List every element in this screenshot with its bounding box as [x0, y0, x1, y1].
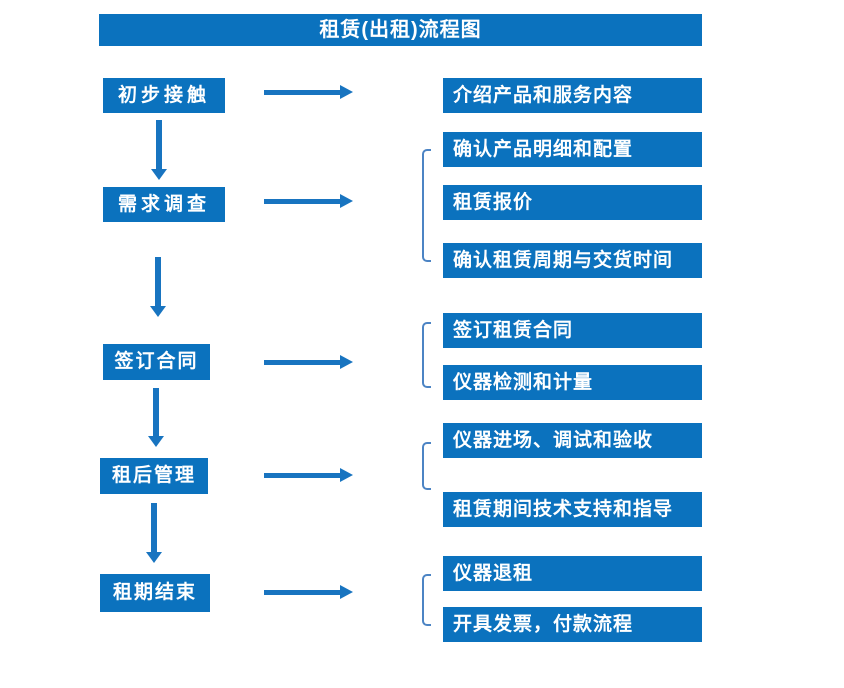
detail-instrument-entry-debug-acceptance: 仪器进场、调试和验收: [443, 423, 702, 458]
detail-confirm-period-delivery: 确认租赁周期与交货时间: [443, 243, 702, 278]
group-bracket-icon: [422, 574, 431, 626]
step-rental-end: 租期结束: [100, 574, 210, 612]
detail-introduce-products-services: 介绍产品和服务内容: [443, 78, 702, 113]
group-bracket-icon: [422, 149, 431, 262]
group-bracket-icon: [422, 442, 431, 490]
down-arrow-icon: [148, 388, 164, 447]
detail-sign-rental-contract: 签订租赁合同: [443, 313, 702, 348]
down-arrow-icon: [150, 257, 166, 317]
right-arrow-icon: [264, 585, 353, 599]
step-post-rental-management: 租后管理: [100, 458, 208, 494]
right-arrow-icon: [264, 85, 353, 99]
step-sign-contract: 签订合同: [103, 344, 210, 380]
step-initial-contact: 初步接触: [103, 78, 225, 113]
right-arrow-icon: [264, 355, 353, 369]
detail-technical-support-guidance: 租赁期间技术支持和指导: [443, 492, 702, 527]
down-arrow-icon: [151, 120, 167, 180]
detail-confirm-product-specs: 确认产品明细和配置: [443, 132, 702, 167]
right-arrow-icon: [264, 194, 353, 208]
down-arrow-icon: [146, 503, 162, 563]
step-demand-survey: 需求调查: [103, 187, 225, 222]
group-bracket-icon: [422, 322, 431, 388]
detail-instrument-testing-metering: 仪器检测和计量: [443, 365, 702, 400]
detail-rental-quotation: 租赁报价: [443, 185, 702, 220]
flowchart-title: 租赁(出租)流程图: [99, 14, 702, 46]
right-arrow-icon: [264, 468, 353, 482]
detail-invoice-payment-process: 开具发票，付款流程: [443, 607, 702, 642]
detail-instrument-return: 仪器退租: [443, 556, 702, 591]
